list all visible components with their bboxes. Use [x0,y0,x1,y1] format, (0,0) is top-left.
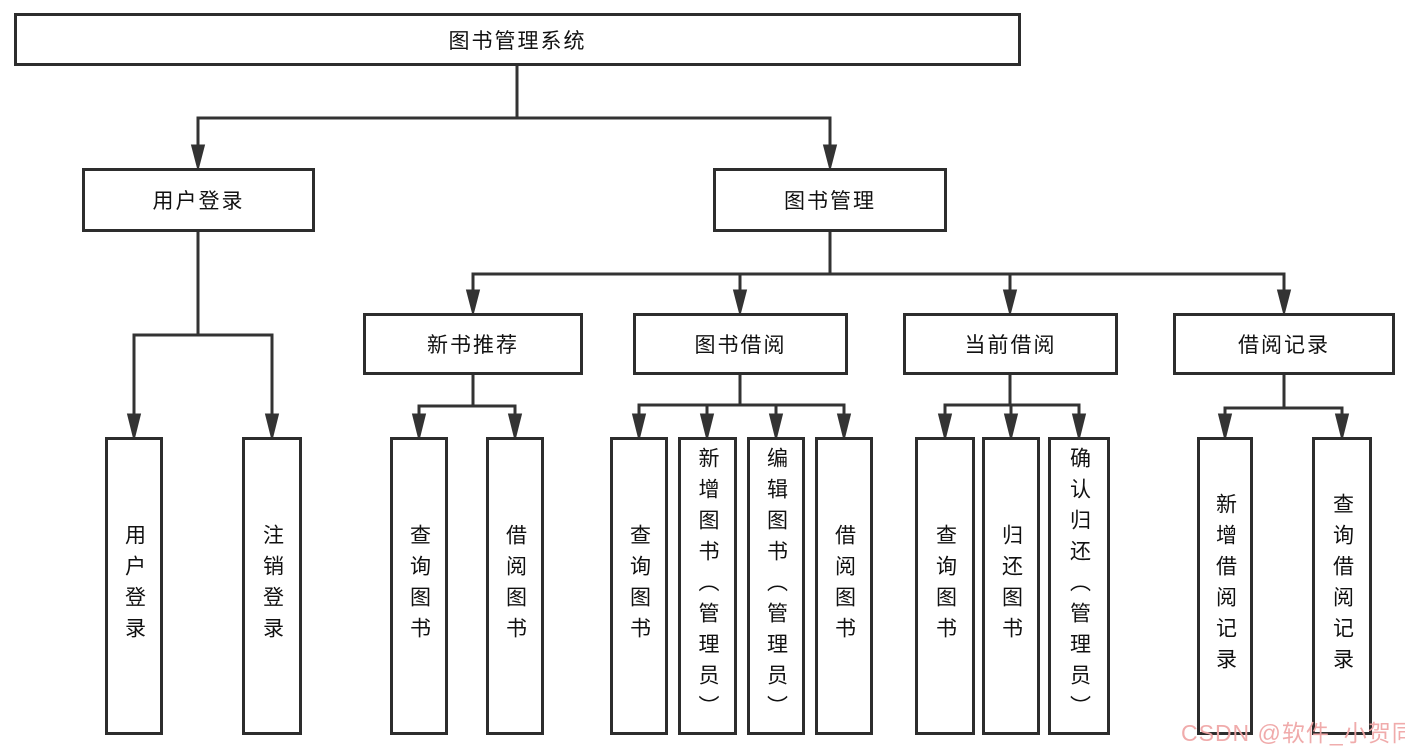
leaf-query-borrow-record-label: 查询借阅记录 [1330,493,1354,679]
connector-borrow-to-leaves [631,375,852,441]
node-borrow-records-label: 借阅记录 [1238,334,1330,357]
leaf-query-borrow-record: 查询借阅记录 [1312,437,1372,735]
leaf-user-login: 用户登录 [105,437,163,735]
connector-current-to-leaves [937,375,1087,441]
leaf-confirm-return-admin-label: 确认归还（管理员） [1067,446,1091,726]
connector-bookmgmt-to-level3 [465,232,1292,317]
connector-root-to-level2 [190,66,838,172]
leaf-borrow-query-books-label: 查询图书 [627,524,651,648]
leaf-add-books-admin-label: 新增图书（管理员） [696,446,719,726]
leaf-borrow-query-books: 查询图书 [610,437,668,735]
node-new-book-recommend: 新书推荐 [363,313,583,375]
leaf-edit-books-admin: 编辑图书（管理员） [747,437,805,735]
node-book-borrowing: 图书借阅 [633,313,848,375]
node-book-management-label: 图书管理 [784,190,876,213]
leaf-newbook-query-books-label: 查询图书 [407,524,431,648]
leaf-current-query-books-label: 查询图书 [933,524,957,648]
leaf-confirm-return-admin: 确认归还（管理员） [1048,437,1110,735]
node-borrow-records: 借阅记录 [1173,313,1395,375]
node-current-borrowing: 当前借阅 [903,313,1118,375]
node-library-system-label: 图书管理系统 [448,29,587,53]
leaf-return-books: 归还图书 [982,437,1040,735]
leaf-borrow-books-label: 借阅图书 [832,524,856,648]
node-current-borrowing-label: 当前借阅 [964,334,1057,357]
csdn-watermark: CSDN @软件_小贺同学 [1181,720,1405,746]
leaf-newbook-query-books: 查询图书 [390,437,448,735]
node-library-system: 图书管理系统 [14,13,1021,66]
connector-userlogin-to-leaves [126,232,280,441]
leaf-logout-label: 注销登录 [260,524,284,648]
node-book-borrowing-label: 图书借阅 [694,334,787,357]
node-user-login: 用户登录 [82,168,315,232]
connector-records-to-leaves [1217,375,1350,441]
leaf-add-books-admin: 新增图书（管理员） [678,437,737,735]
leaf-logout: 注销登录 [242,437,302,735]
leaf-borrow-books: 借阅图书 [815,437,873,735]
leaf-newbook-borrow-books: 借阅图书 [486,437,544,735]
leaf-current-query-books: 查询图书 [915,437,975,735]
node-book-management: 图书管理 [713,168,947,232]
leaf-add-borrow-record-label: 新增借阅记录 [1213,493,1237,679]
node-new-book-recommend-label: 新书推荐 [427,334,519,357]
leaf-user-login-label: 用户登录 [122,524,146,648]
leaf-edit-books-admin-label: 编辑图书（管理员） [764,446,788,726]
connector-newbook-to-leaves [411,375,523,441]
leaf-return-books-label: 归还图书 [999,524,1023,648]
node-user-login-label: 用户登录 [152,190,245,213]
leaf-newbook-borrow-books-label: 借阅图书 [503,524,527,648]
leaf-add-borrow-record: 新增借阅记录 [1197,437,1253,735]
